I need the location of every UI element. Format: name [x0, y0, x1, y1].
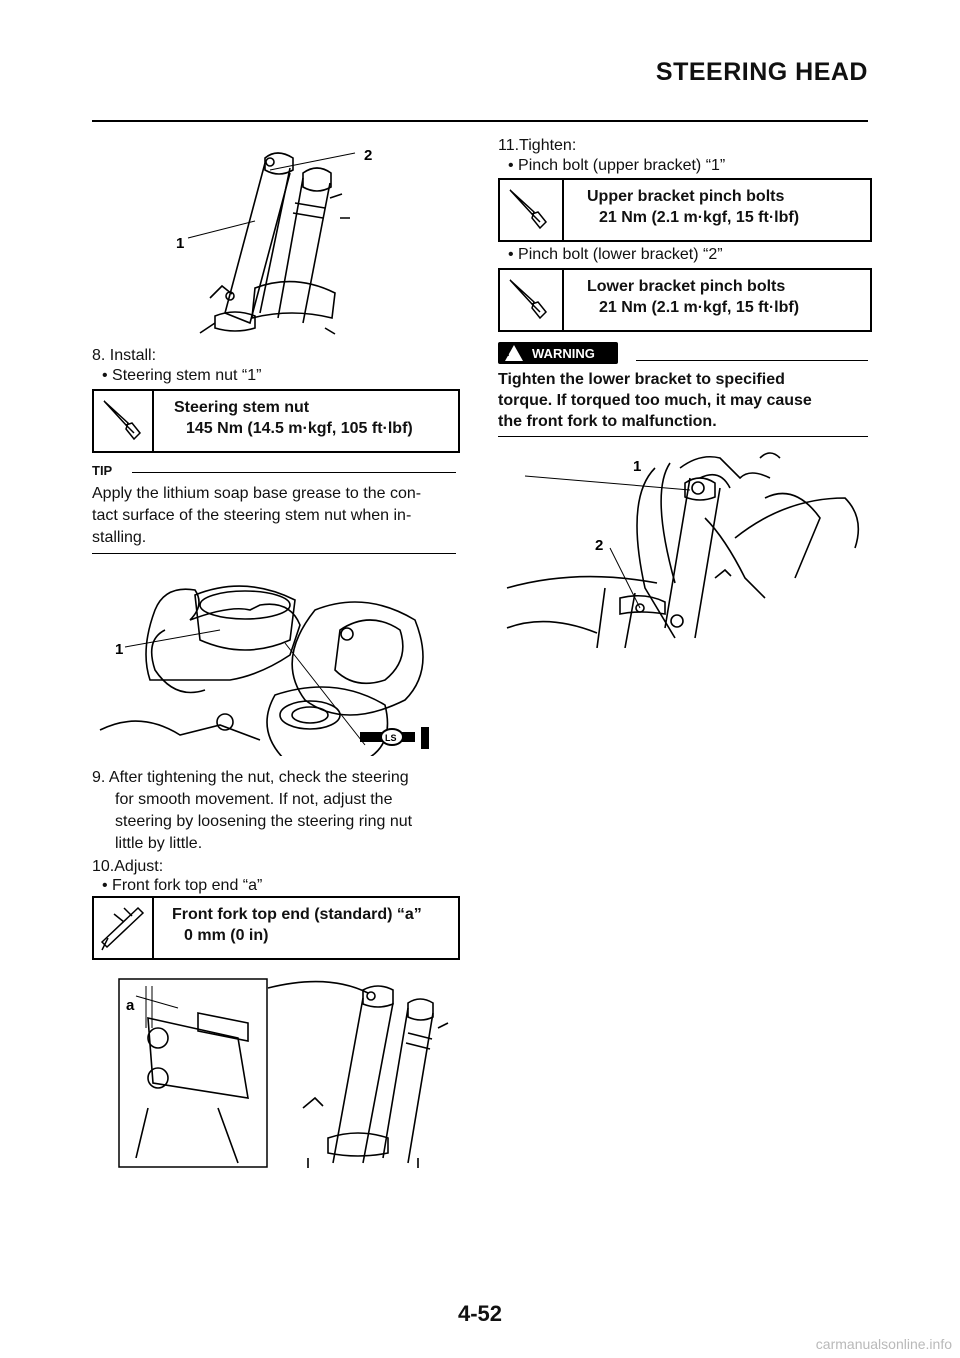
step-10-text: 10.Adjust:: [92, 858, 164, 875]
torque-wrench-icon: [500, 270, 564, 330]
tip-text-3: stalling.: [92, 529, 147, 546]
step-9-line-4: little by little.: [115, 835, 203, 852]
spec-value: 145 Nm (14.5 m·kgf, 105 ft·lbf): [186, 420, 413, 437]
spec-steering-stem-nut: Steering stem nut 145 Nm (14.5 m·kgf, 10…: [92, 389, 460, 453]
spec-label: Lower bracket pinch bolts: [587, 278, 786, 295]
warning-end-rule: [498, 436, 868, 437]
tip-text-1: Apply the lithium soap base grease to th…: [92, 485, 422, 502]
fork-upper-illustration: 1 2: [176, 147, 372, 335]
spec-value: 21 Nm (2.1 m·kgf, 15 ft·lbf): [599, 209, 800, 226]
fork-top-end-illustration: a: [118, 978, 449, 1168]
warning-mark: !: [506, 345, 510, 359]
spec-value: 0 mm (0 in): [184, 927, 269, 944]
step-9-line-1: 9. After tightening the nut, check the s…: [92, 769, 409, 786]
caliper-icon: [94, 898, 154, 958]
stem-nut-illustration: 1 LS: [99, 585, 429, 756]
warning-triangle-icon: [505, 345, 523, 361]
spec-label: Steering stem nut: [174, 399, 310, 416]
page-title: STEERING HEAD: [655, 58, 868, 86]
step-8-text: 8. Install:: [92, 347, 157, 364]
ls-label: LS: [385, 733, 397, 743]
callout-1: 1: [176, 235, 184, 252]
torque-wrench-icon: [500, 180, 564, 240]
warning-label: WARNING: [532, 346, 595, 361]
spec-upper-bracket: Upper bracket pinch bolts 21 Nm (2.1 m·k…: [498, 178, 872, 242]
step-10-bullet: • Front fork top end “a”: [102, 877, 263, 894]
callout-2: 2: [595, 537, 603, 554]
tip-text-2: tact surface of the steering stem nut wh…: [92, 507, 412, 524]
spec-front-fork-top-end: Front fork top end (standard) “a” 0 mm (…: [92, 896, 460, 960]
torque-wrench-icon: [94, 391, 154, 451]
tip-end-rule: [92, 553, 456, 554]
step-11-bullet-2: • Pinch bolt (lower bracket) “2”: [508, 246, 723, 263]
callout-a: a: [126, 997, 135, 1014]
step-9-line-3: steering by loosening the steering ring …: [115, 813, 413, 830]
watermark: carmanualsonline.info: [815, 1336, 952, 1352]
callout-1: 1: [115, 641, 123, 658]
header-rule: [92, 120, 868, 122]
spec-label: Upper bracket pinch bolts: [587, 188, 785, 205]
warning-text-3: the front fork to malfunction.: [498, 413, 717, 430]
page-number: 4-52: [457, 1301, 503, 1326]
tip-rule: [132, 472, 456, 473]
step-9-line-2: for smooth movement. If not, adjust the: [115, 791, 393, 808]
spec-lower-bracket: Lower bracket pinch bolts 21 Nm (2.1 m·k…: [498, 268, 872, 332]
warning-rule: [636, 360, 868, 361]
fork-bracket-illustration: 1 2: [506, 452, 860, 648]
spec-value: 21 Nm (2.1 m·kgf, 15 ft·lbf): [599, 299, 800, 316]
warning-badge: ! WARNING: [498, 342, 618, 364]
callout-2: 2: [364, 147, 372, 164]
step-11-bullet-1: • Pinch bolt (upper bracket) “1”: [508, 157, 726, 174]
warning-text-1: Tighten the lower bracket to specified: [498, 371, 785, 388]
grease-ls-icon: LS: [360, 727, 429, 749]
warning-text-2: torque. If torqued too much, it may caus…: [498, 392, 812, 409]
spec-label: Front fork top end (standard) “a”: [172, 906, 422, 923]
step-8-bullet: • Steering stem nut “1”: [102, 367, 262, 384]
step-11-text: 11.Tighten:: [498, 137, 577, 154]
callout-1: 1: [633, 458, 641, 475]
tip-heading: TIP: [92, 463, 113, 478]
